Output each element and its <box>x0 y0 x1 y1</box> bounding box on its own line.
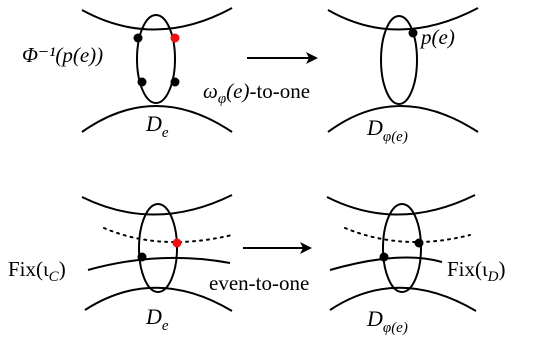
fiber-label: Φ⁻¹(p(e)) <box>22 43 103 67</box>
arrow-bottom <box>243 242 312 254</box>
arrow-bottom-label: even-to-one <box>209 271 309 295</box>
fiber-point <box>137 77 147 87</box>
panel-bottom-right <box>326 194 477 312</box>
disk-label-dphi-bottom: Dφ(e) <box>366 306 408 336</box>
fixed-point <box>137 252 147 262</box>
fiber-ellipse <box>138 203 178 293</box>
fix-label-left: Fix(ιC) <box>8 257 66 285</box>
fixed-locus-curve <box>87 256 231 271</box>
dotted-curve <box>103 227 233 244</box>
image-point <box>414 238 424 248</box>
panel-top-right <box>327 7 479 133</box>
fixed-point <box>379 252 389 262</box>
fiber-ellipse <box>382 203 422 293</box>
upper-boundary-arc <box>81 194 233 216</box>
disk-label-de-bottom: De <box>145 304 169 334</box>
fiber-ellipse <box>136 14 176 104</box>
lower-boundary-arc <box>329 286 477 312</box>
panel-top-left <box>81 7 233 133</box>
fixed-locus-curve <box>329 256 443 271</box>
arrow-top-label: ωφ(e)-to-one <box>203 79 310 107</box>
dotted-curve <box>344 227 471 244</box>
lower-boundary-arc <box>327 105 479 133</box>
fiber-points <box>133 33 180 87</box>
upper-boundary-arc <box>81 7 233 31</box>
arrow-top <box>247 52 318 64</box>
image-point <box>408 28 418 38</box>
fiber-point <box>170 77 180 87</box>
upper-boundary-arc <box>326 194 476 216</box>
fiber-ellipse <box>380 15 418 105</box>
upper-boundary-arc <box>327 7 479 31</box>
lower-boundary-arc <box>81 105 233 133</box>
fiber-point <box>133 33 143 43</box>
panel-bottom-left <box>81 194 233 312</box>
disk-label-de-top: De <box>145 111 169 141</box>
fiber-point-marked <box>170 33 180 43</box>
disk-label-dphi-top: Dφ(e) <box>366 115 408 145</box>
marked-point <box>172 238 182 248</box>
point-label: p(e) <box>419 25 455 49</box>
lower-boundary-arc <box>84 286 233 312</box>
fix-label-right: Fix(ιD) <box>447 257 506 285</box>
